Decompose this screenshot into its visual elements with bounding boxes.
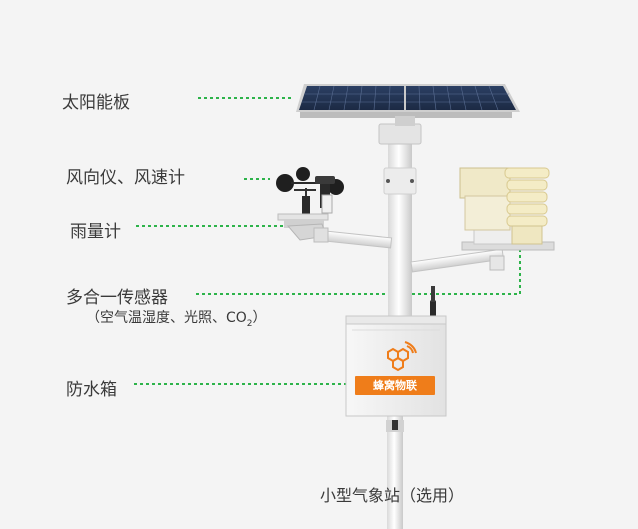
label-solar-panel: 太阳能板	[62, 93, 130, 113]
label-multi-sensor: 多合一传感器	[66, 288, 168, 308]
caption: 小型气象站（选用）	[320, 486, 465, 505]
leader-lines	[134, 97, 521, 385]
pole-mid-clamp	[383, 167, 417, 195]
solar-panel	[296, 84, 520, 126]
rain-gauge	[286, 223, 393, 249]
leader-line-multi-sensor	[196, 236, 521, 295]
wind-sensors	[276, 167, 344, 228]
lower-pole	[387, 415, 403, 529]
brand-label: 蜂窝物联	[355, 376, 435, 395]
brand-logo	[387, 341, 417, 372]
pole-top-clamp	[378, 123, 422, 145]
label-rain-gauge: 雨量计	[70, 222, 121, 242]
detail-suffix: ）	[252, 310, 267, 326]
label-waterproof-box: 防水箱	[66, 380, 117, 400]
detail-prefix: （空气温湿度、光照、CO	[86, 310, 247, 326]
waterproof-box	[345, 315, 447, 430]
main-pole	[388, 130, 412, 330]
label-wind-sensors: 风向仪、风速计	[66, 168, 185, 188]
detail-subscript: 2	[246, 318, 253, 329]
label-multi-sensor-detail: （空气温湿度、光照、CO2）	[86, 307, 267, 329]
multi-sensor	[459, 167, 550, 245]
